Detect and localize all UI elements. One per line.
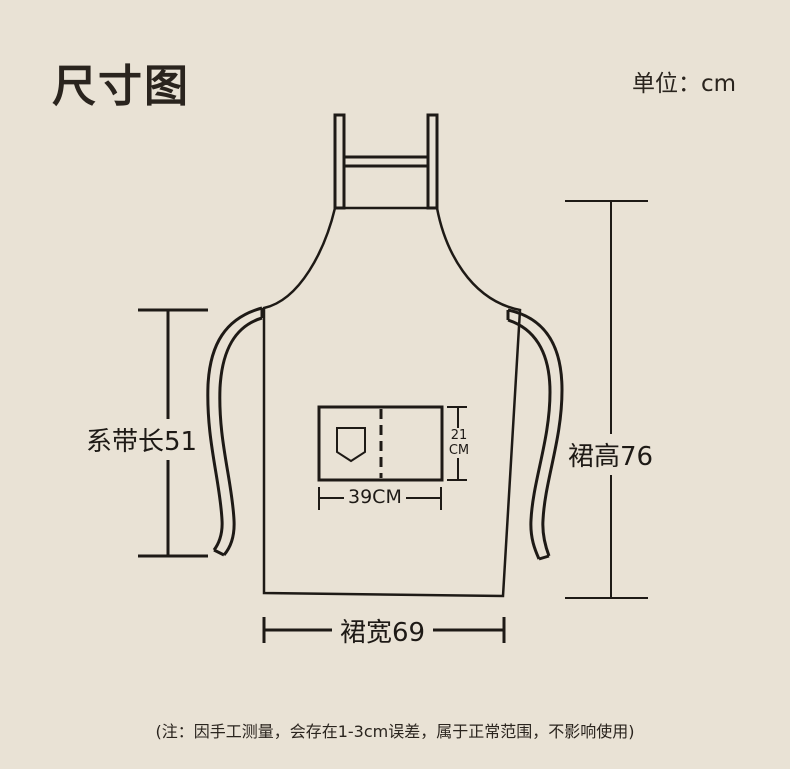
pocket-height-unit: CM xyxy=(448,443,470,458)
neck-strap xyxy=(333,113,439,210)
left-tie xyxy=(206,306,264,557)
apron-body xyxy=(262,206,522,598)
unit-label: 单位：cm xyxy=(632,71,737,97)
pocket-height-value: 21 xyxy=(450,428,468,443)
page-title: 尺寸图 xyxy=(52,61,190,112)
apron-height-dimension xyxy=(565,200,648,599)
apron-width-label: 裙宽69 xyxy=(332,612,434,649)
pocket-width-label: 39CM xyxy=(344,486,406,508)
right-tie xyxy=(506,308,564,561)
measurement-note: (注：因手工测量，会存在1-3cm误差，属于正常范围，不影响使用) xyxy=(155,722,635,741)
tie-length-label: 系带长51 xyxy=(86,419,198,460)
pocket xyxy=(317,405,444,482)
apron-height-label: 裙高76 xyxy=(568,434,654,475)
pocket-height-label: 21 CM xyxy=(446,428,472,458)
